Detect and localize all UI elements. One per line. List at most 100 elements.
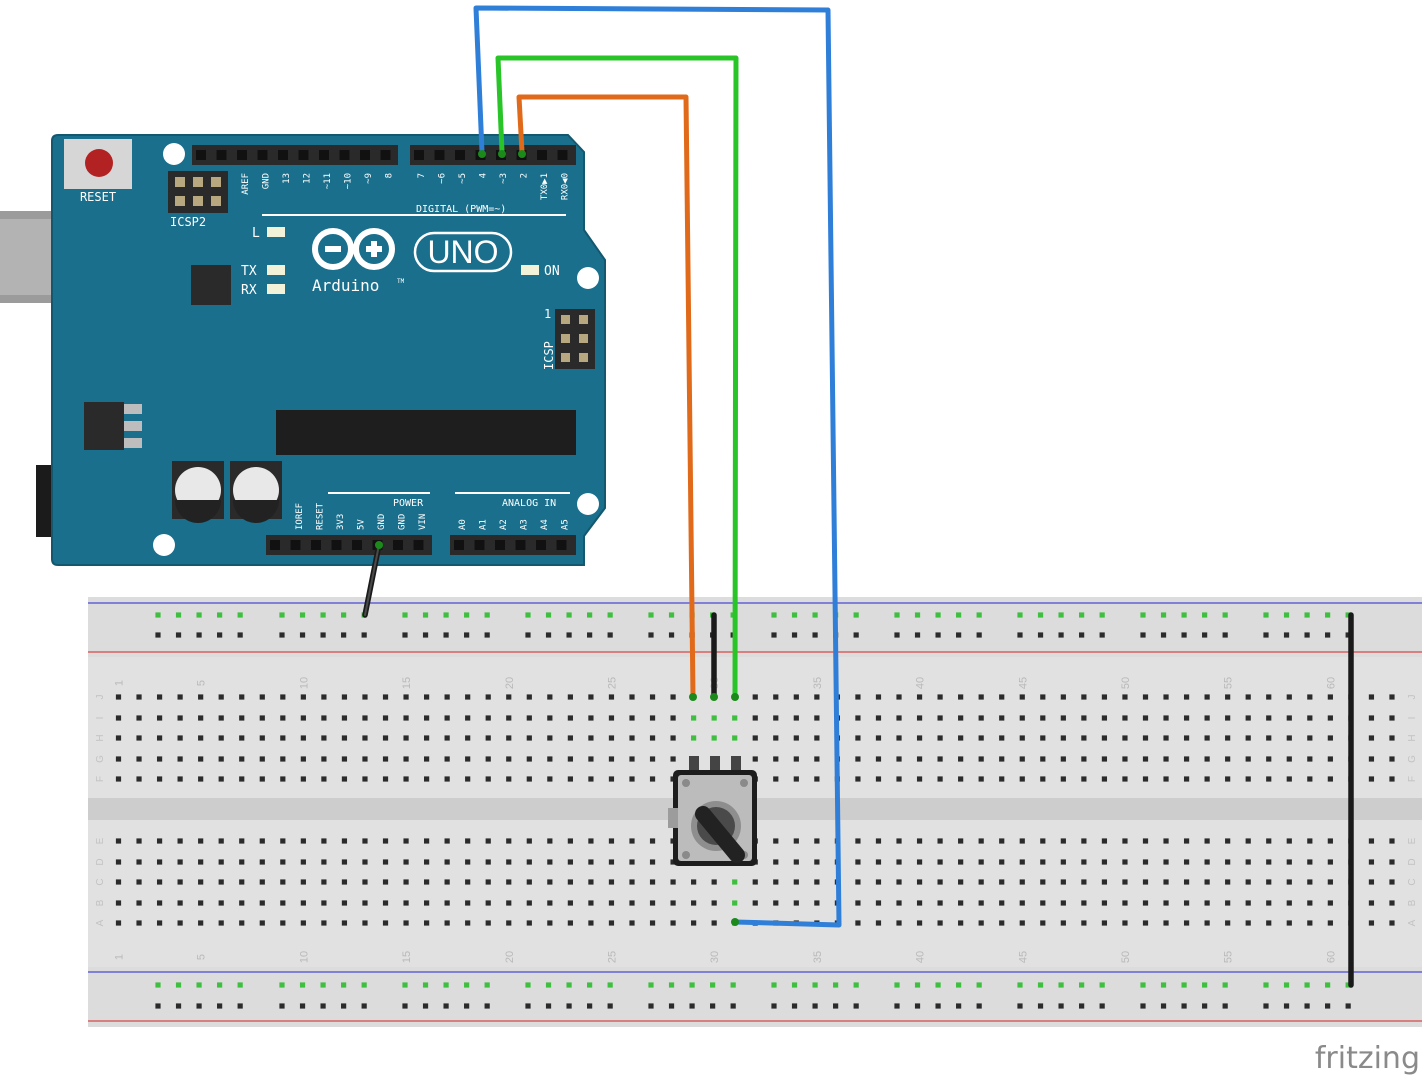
breadboard-hole[interactable] (914, 982, 921, 988)
breadboard-hole[interactable] (136, 859, 142, 865)
breadboard-hole[interactable] (937, 776, 943, 782)
breadboard-hole[interactable] (875, 756, 882, 762)
breadboard-hole[interactable] (175, 1003, 182, 1009)
breadboard-hole[interactable] (136, 879, 142, 885)
breadboard-hole[interactable] (1101, 776, 1108, 782)
reset-button[interactable] (85, 149, 113, 177)
breadboard-hole[interactable] (136, 735, 142, 741)
breadboard-hole[interactable] (1283, 1003, 1290, 1009)
breadboard-hole[interactable] (670, 859, 676, 865)
breadboard-hole[interactable] (484, 1003, 490, 1009)
breadboard-hole[interactable] (1266, 756, 1272, 762)
breadboard-hole[interactable] (321, 694, 327, 700)
breadboard-hole[interactable] (916, 920, 923, 926)
breadboard-hole[interactable] (547, 879, 553, 885)
breadboard-hole[interactable] (567, 756, 573, 762)
breadboard-hole[interactable] (773, 756, 779, 762)
breadboard-hole[interactable] (1160, 982, 1167, 988)
breadboard-hole[interactable] (321, 859, 327, 865)
breadboard-hole[interactable] (649, 756, 656, 762)
breadboard-hole[interactable] (773, 776, 779, 782)
breadboard-hole[interactable] (935, 632, 941, 638)
breadboard-hole[interactable] (935, 982, 941, 988)
breadboard-hole[interactable] (1142, 920, 1149, 926)
breadboard-hole[interactable] (115, 776, 122, 782)
breadboard-hole[interactable] (793, 900, 799, 906)
breadboard-hole[interactable] (1263, 632, 1269, 638)
breadboard-hole[interactable] (465, 879, 471, 885)
breadboard-hole[interactable] (1019, 859, 1025, 865)
breadboard-hole[interactable] (793, 838, 799, 844)
breadboard-hole[interactable] (793, 756, 799, 762)
breadboard-hole[interactable] (341, 632, 347, 638)
breadboard-hole[interactable] (1060, 694, 1066, 700)
breadboard-hole[interactable] (1122, 838, 1128, 844)
breadboard-hole[interactable] (526, 859, 532, 865)
breadboard-hole[interactable] (362, 879, 368, 885)
breadboard-hole[interactable] (218, 900, 224, 906)
breadboard-hole[interactable] (588, 776, 594, 782)
breadboard-hole[interactable] (648, 982, 654, 988)
breadboard-hole[interactable] (1202, 1003, 1208, 1009)
breadboard-hole[interactable] (362, 776, 368, 782)
breadboard-hole[interactable] (506, 694, 512, 700)
breadboard-hole[interactable] (362, 900, 368, 906)
breadboard-hole[interactable] (525, 1003, 531, 1009)
breadboard-hole[interactable] (607, 612, 613, 618)
breadboard-hole[interactable] (1389, 735, 1395, 741)
breadboard-hole[interactable] (320, 612, 326, 618)
breadboard-hole[interactable] (567, 920, 573, 926)
breadboard-hole[interactable] (547, 756, 553, 762)
breadboard-hole[interactable] (566, 1003, 572, 1009)
breadboard-hole[interactable] (567, 694, 573, 700)
breadboard-hole[interactable] (443, 632, 449, 638)
breadboard-hole[interactable] (935, 1003, 941, 1009)
breadboard-hole[interactable] (958, 735, 964, 741)
breadboard-hole[interactable] (115, 838, 122, 844)
breadboard-hole[interactable] (259, 920, 265, 926)
wire-pin3-green[interactable] (495, 55, 739, 700)
breadboard-hole[interactable] (791, 632, 798, 638)
breadboard-hole[interactable] (155, 982, 161, 988)
breadboard-hole[interactable] (1368, 756, 1375, 762)
breadboard-hole[interactable] (382, 756, 389, 762)
breadboard-hole[interactable] (814, 859, 820, 865)
breadboard-hole[interactable] (300, 694, 306, 700)
breadboard-hole[interactable] (916, 879, 923, 885)
breadboard-hole[interactable] (1204, 776, 1210, 782)
breadboard-hole[interactable] (1266, 694, 1272, 700)
breadboard-hole[interactable] (958, 715, 964, 721)
header-socket[interactable] (196, 150, 206, 160)
breadboard-hole[interactable] (1019, 735, 1025, 741)
breadboard-hole[interactable] (1202, 982, 1208, 988)
breadboard-hole[interactable] (1327, 879, 1333, 885)
breadboard-hole[interactable] (506, 879, 512, 885)
breadboard-hole[interactable] (670, 879, 676, 885)
breadboard-hole[interactable] (237, 1003, 243, 1009)
breadboard-hole[interactable] (875, 879, 882, 885)
header-socket[interactable] (515, 540, 526, 550)
breadboard-hole[interactable] (1122, 735, 1128, 741)
breadboard-hole[interactable] (403, 756, 409, 762)
breadboard-hole[interactable] (115, 900, 122, 906)
breadboard-hole[interactable] (978, 838, 984, 844)
breadboard-hole[interactable] (1204, 900, 1210, 906)
breadboard-hole[interactable] (484, 982, 490, 988)
breadboard-hole[interactable] (484, 612, 490, 618)
breadboard-hole[interactable] (1160, 632, 1167, 638)
breadboard-hole[interactable] (1160, 612, 1167, 618)
breadboard-hole[interactable] (1122, 920, 1128, 926)
breadboard-hole[interactable] (976, 1003, 982, 1009)
breadboard-hole[interactable] (362, 715, 368, 721)
breadboard-hole[interactable] (752, 879, 758, 885)
breadboard-hole[interactable] (1325, 612, 1331, 618)
breadboard-hole[interactable] (588, 715, 594, 721)
breadboard-hole[interactable] (1327, 776, 1333, 782)
breadboard-hole[interactable] (1307, 879, 1313, 885)
breadboard-hole[interactable] (588, 838, 594, 844)
breadboard-hole[interactable] (444, 920, 450, 926)
breadboard-hole[interactable] (1101, 735, 1108, 741)
breadboard-hole[interactable] (976, 612, 982, 618)
header-socket[interactable] (380, 150, 391, 160)
breadboard-hole[interactable] (1286, 756, 1292, 762)
